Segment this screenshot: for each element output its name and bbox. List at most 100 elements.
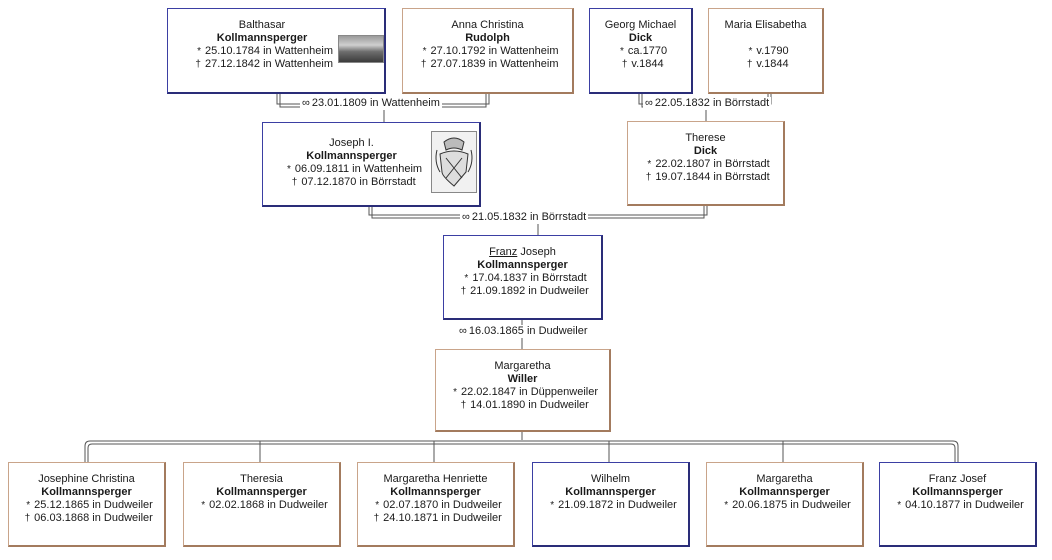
birth-line: *04.10.1877 in Dudweiler [880, 499, 1035, 512]
given-name: Therese [685, 132, 726, 144]
given-name: Franz Josef [928, 473, 987, 485]
given-name: Franz Joseph [444, 246, 601, 259]
death-date: v.1844 [756, 58, 789, 70]
person-box-wilhelm[interactable]: Wilhelm Kollmannsperger *21.09.1872 in D… [532, 462, 690, 547]
birth-date: 02.07.1870 in Dudweiler [383, 499, 502, 511]
coat-of-arms-icon[interactable] [431, 131, 477, 193]
surname: Kollmannsperger [477, 259, 568, 271]
death-date: 24.10.1871 in Dudweiler [383, 512, 502, 524]
death-line: †21.09.1892 in Dudweiler [444, 285, 601, 298]
given-name: Joseph I. [329, 137, 374, 149]
marriage-icon: ∞ [645, 97, 653, 109]
person-box-margaretha-henriette[interactable]: Margaretha Henriette Kollmannsperger *02… [357, 462, 515, 547]
birth-icon: * [26, 500, 31, 511]
death-icon: † [746, 59, 753, 70]
birth-date: v.1790 [756, 45, 789, 57]
given-name: Margaretha Henriette [383, 473, 488, 485]
given-name: Wilhelm [590, 473, 631, 485]
surname: Kollmannsperger [390, 486, 481, 498]
birth-date: 22.02.1807 in Börrstadt [655, 158, 770, 170]
death-date: 06.03.1868 in Dudweiler [34, 512, 153, 524]
person-box-margaretha-willer[interactable]: Margaretha Willer * 22.02.1847 in Düppenw… [435, 349, 611, 432]
birth-icon: * [647, 159, 652, 170]
marriage-icon: ∞ [462, 211, 470, 223]
person-box-franz-josef[interactable]: Franz Josef Kollmannsperger *04.10.1877 … [879, 462, 1037, 547]
birth-line: *20.06.1875 in Dudweiler [707, 499, 862, 512]
birth-icon: * [201, 500, 206, 511]
birth-date: 17.04.1837 in Börrstadt [472, 272, 587, 284]
death-date: 21.09.1892 in Dudweiler [470, 285, 589, 297]
birth-line: *27.10.1792 in Wattenheim [403, 45, 572, 58]
surname: Kollmannsperger [565, 486, 656, 498]
coat-of-arms-drawing [435, 137, 473, 187]
birth-icon: * [748, 46, 753, 57]
person-box-therese[interactable]: Therese Dick *22.02.1807 in Börrstadt †1… [627, 121, 785, 206]
birth-date: 06.09.1811 in Wattenheim [294, 163, 423, 175]
birth-line: *v.1790 [709, 45, 822, 58]
birth-date: 25.10.1784 in Wattenheim [204, 45, 333, 57]
death-date: 27.07.1839 in Wattenheim [430, 58, 559, 70]
birth-date: 25.12.1865 in Dudweiler [34, 499, 153, 511]
death-icon: † [291, 177, 298, 188]
person-box-josephine-christina[interactable]: Josephine Christina Kollmannsperger *25.… [8, 462, 166, 547]
surname: Dick [628, 32, 653, 44]
marriage-label-joseph-therese: ∞21.05.1832 in Börrstadt [460, 211, 589, 224]
death-date: 14.01.1890 in Dudweiler [470, 399, 589, 411]
birth-icon: * [286, 164, 291, 175]
death-icon: † [460, 286, 467, 297]
call-name: Franz [489, 246, 518, 258]
death-date: 19.07.1844 in Börrstadt [655, 171, 770, 183]
marriage-date: 16.03.1865 in Dudweiler [468, 325, 588, 337]
surname: Kollmannsperger [216, 486, 307, 498]
person-box-maria-elisabetha[interactable]: Maria Elisabetha *v.1790 †v.1844 [708, 8, 824, 94]
birth-date: 22.02.1847 in Düppenweiler [461, 386, 598, 398]
death-icon: † [195, 59, 201, 70]
birth-icon: * [550, 500, 555, 511]
birth-line: *21.09.1872 in Dudweiler [533, 499, 688, 512]
marriage-icon: ∞ [302, 97, 310, 109]
birth-date: 04.10.1877 in Dudweiler [905, 499, 1024, 511]
death-line: †24.10.1871 in Dudweiler [358, 512, 513, 525]
given-name: Margaretha [494, 360, 551, 372]
surname: Kollmannsperger [41, 486, 132, 498]
birth-line: *25.10.1784 in Wattenheim [182, 45, 342, 58]
death-line: †14.01.1890 in Dudweiler [436, 399, 609, 412]
death-icon: † [621, 59, 628, 70]
surname: Willer [507, 373, 538, 385]
person-box-margaretha-kollmannsperger[interactable]: Margaretha Kollmannsperger *20.06.1875 i… [706, 462, 864, 547]
person-box-franz-joseph[interactable]: Franz Joseph Kollmannsperger *17.04.1837… [443, 235, 603, 320]
birth-date: 27.10.1792 in Wattenheim [430, 45, 559, 57]
given-name: Theresia [240, 473, 283, 485]
birth-line: *25.12.1865 in Dudweiler [9, 499, 164, 512]
landscape-photo-icon[interactable] [338, 35, 384, 63]
death-line: †27.07.1839 in Wattenheim [403, 58, 572, 71]
birth-icon: * [197, 46, 201, 57]
birth-date: 21.09.1872 in Dudweiler [558, 499, 677, 511]
surname: Kollmannsperger [216, 32, 308, 44]
birth-icon: * [897, 500, 902, 511]
marriage-date: 21.05.1832 in Börrstadt [471, 211, 587, 223]
birth-icon: * [422, 46, 427, 57]
surname: Kollmannsperger [739, 486, 830, 498]
death-icon: † [645, 172, 652, 183]
given-name-rest: Joseph [517, 246, 556, 258]
marriage-label-balthasar-anna: ∞23.01.1809 in Wattenheim [300, 97, 442, 110]
birth-date: 20.06.1875 in Dudweiler [732, 499, 851, 511]
person-box-joseph[interactable]: Joseph I. Kollmannsperger *06.09.1811 in… [262, 122, 481, 207]
person-box-anna-christina[interactable]: Anna Christina Rudolph *27.10.1792 in Wa… [402, 8, 574, 94]
birth-line: *06.09.1811 in Wattenheim [269, 163, 434, 176]
person-box-balthasar[interactable]: Balthasar Kollmannsperger *25.10.1784 in… [167, 8, 386, 94]
birth-icon: * [453, 387, 457, 398]
death-line: †v.1844 [709, 58, 822, 71]
death-icon: † [460, 400, 467, 411]
birth-icon: * [464, 273, 469, 284]
death-date: 27.12.1842 in Wattenheim [204, 58, 333, 70]
person-box-georg-michael[interactable]: Georg Michael Dick *ca.1770 †v.1844 [589, 8, 693, 94]
given-name: Maria Elisabetha [724, 19, 807, 31]
person-box-theresia[interactable]: Theresia Kollmannsperger *02.02.1868 in … [183, 462, 341, 547]
surname: Kollmannsperger [306, 150, 397, 162]
birth-line: *ca.1770 [590, 45, 691, 58]
surname: Kollmannsperger [912, 486, 1003, 498]
birth-icon: * [620, 46, 624, 57]
